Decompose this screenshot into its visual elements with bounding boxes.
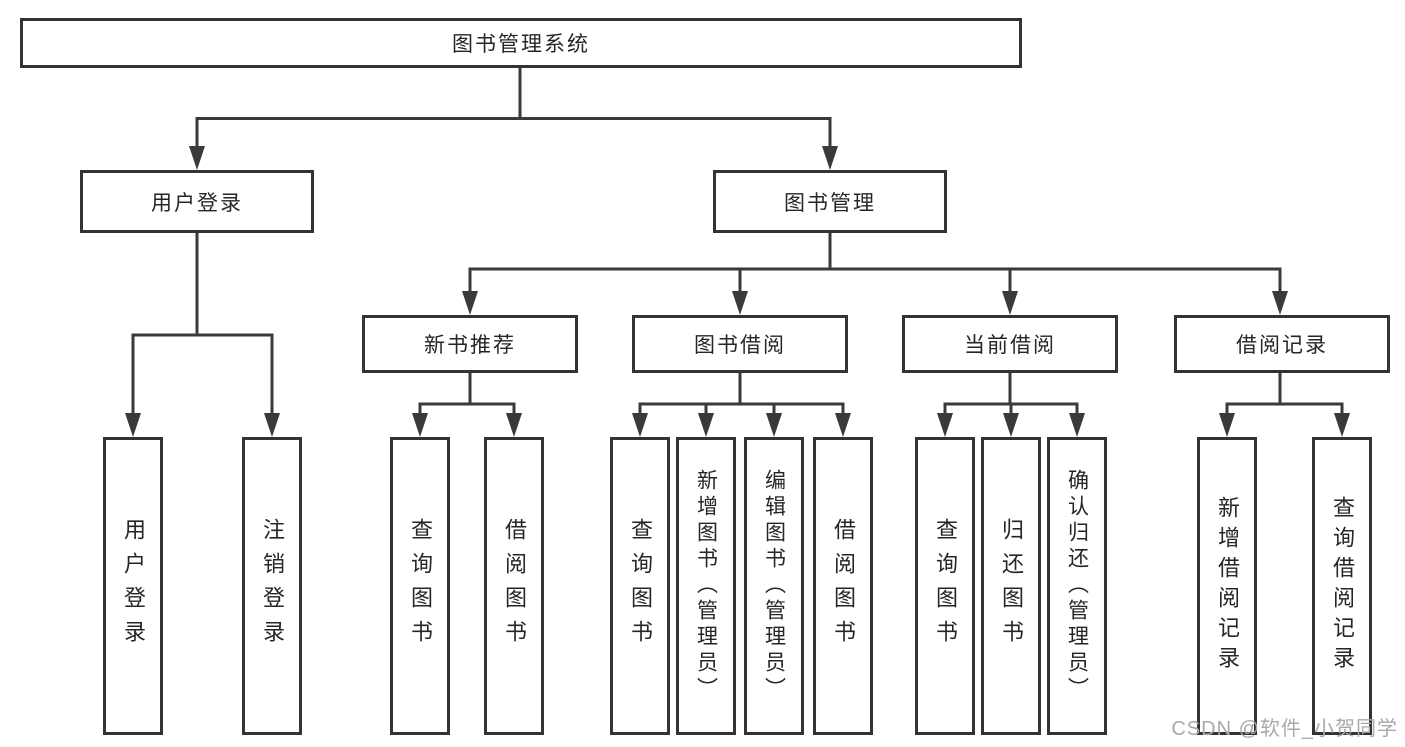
- arrow-down-icon: [698, 413, 714, 437]
- leaf-confirm-return-admin: 确认归还（管理员）: [1047, 437, 1107, 735]
- leaf-query-books-current: 查询图书: [915, 437, 975, 735]
- arrow-down-icon: [412, 413, 428, 437]
- leaf-query-borrow-record: 查询借阅记录: [1312, 437, 1372, 735]
- leaf-user-login: 用户登录: [103, 437, 163, 735]
- leaf-borrow-book-label: 借阅图书: [831, 518, 856, 654]
- leaf-query-books-recommend: 查询图书: [390, 437, 450, 735]
- node-current-borrowing: 当前借阅: [902, 315, 1118, 373]
- node-user-login-label: 用户登录: [151, 191, 243, 215]
- leaf-return-book-label: 归还图书: [999, 518, 1024, 654]
- arrow-down-icon: [1069, 413, 1085, 437]
- node-current-borrowing-label: 当前借阅: [964, 334, 1056, 357]
- connector-root-to-level1: [195, 68, 832, 148]
- leaf-query-books-borrowing-label: 查询图书: [628, 518, 653, 654]
- leaf-query-books-borrowing: 查询图书: [610, 437, 670, 735]
- connector-borrowing-records-group: [1225, 373, 1344, 415]
- connector-book-management-group: [468, 233, 1282, 293]
- node-book-borrowing: 图书借阅: [632, 315, 848, 373]
- arrow-down-icon: [1272, 291, 1288, 315]
- arrow-down-icon: [1003, 413, 1019, 437]
- leaf-logout-label: 注销登录: [260, 518, 285, 654]
- arrow-down-icon: [125, 413, 141, 437]
- node-borrowing-records: 借阅记录: [1174, 315, 1390, 373]
- node-book-borrowing-label: 图书借阅: [694, 334, 786, 357]
- leaf-user-login-label: 用户登录: [121, 518, 146, 654]
- arrow-down-icon: [264, 413, 280, 437]
- arrow-down-icon: [822, 146, 838, 170]
- node-root-label: 图书管理系统: [452, 33, 590, 56]
- leaf-query-books-current-label: 查询图书: [933, 518, 958, 654]
- arrow-down-icon: [462, 291, 478, 315]
- connector-current-borrowing-group: [943, 373, 1079, 415]
- node-borrowing-records-label: 借阅记录: [1236, 334, 1328, 357]
- leaf-return-book: 归还图书: [981, 437, 1041, 735]
- arrow-down-icon: [1219, 413, 1235, 437]
- node-user-login: 用户登录: [80, 170, 314, 233]
- leaf-borrow-book: 借阅图书: [813, 437, 873, 735]
- leaf-query-borrow-record-label: 查询借阅记录: [1330, 496, 1355, 676]
- leaf-logout: 注销登录: [242, 437, 302, 735]
- arrow-down-icon: [732, 291, 748, 315]
- leaf-add-book-admin: 新增图书（管理员）: [676, 437, 736, 735]
- leaf-query-books-recommend-label: 查询图书: [408, 518, 433, 654]
- csdn-watermark: CSDN @软件_小贺同学: [1171, 718, 1398, 740]
- leaf-borrow-books-recommend-label: 借阅图书: [502, 518, 527, 654]
- leaf-edit-book-admin-label: 编辑图书（管理员）: [762, 469, 786, 703]
- leaf-borrow-books-recommend: 借阅图书: [484, 437, 544, 735]
- node-book-management: 图书管理: [713, 170, 947, 233]
- connector-book-borrowing-group: [638, 373, 845, 415]
- leaf-add-book-admin-label: 新增图书（管理员）: [694, 469, 718, 703]
- node-book-management-label: 图书管理: [784, 191, 876, 215]
- connector-new-book-group: [418, 373, 516, 415]
- arrow-down-icon: [1002, 291, 1018, 315]
- arrow-down-icon: [937, 413, 953, 437]
- connector-user-login-group: [131, 233, 274, 415]
- leaf-confirm-return-admin-label: 确认归还（管理员）: [1065, 469, 1089, 703]
- arrow-down-icon: [766, 413, 782, 437]
- arrow-down-icon: [1334, 413, 1350, 437]
- arrow-down-icon: [506, 413, 522, 437]
- node-new-book-recommend-label: 新书推荐: [424, 334, 516, 357]
- arrow-down-icon: [632, 413, 648, 437]
- leaf-add-borrow-record-label: 新增借阅记录: [1215, 496, 1240, 676]
- leaf-add-borrow-record: 新增借阅记录: [1197, 437, 1257, 735]
- node-root: 图书管理系统: [20, 18, 1022, 68]
- leaf-edit-book-admin: 编辑图书（管理员）: [744, 437, 804, 735]
- arrow-down-icon: [835, 413, 851, 437]
- node-new-book-recommend: 新书推荐: [362, 315, 578, 373]
- arrow-down-icon: [189, 146, 205, 170]
